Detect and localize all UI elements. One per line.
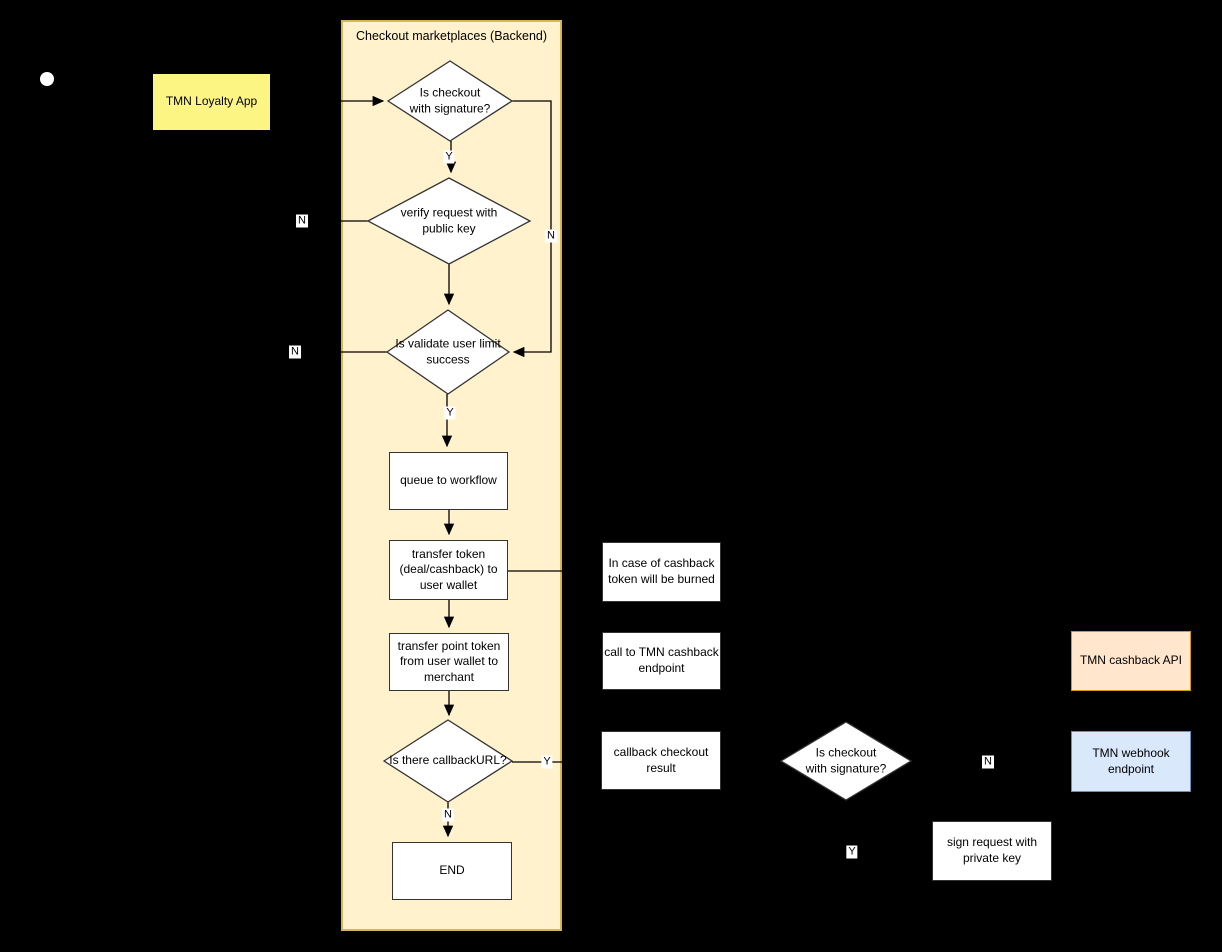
note-cashback-burned: In case of cashback token will be burned (602, 542, 721, 602)
node-tmn-cashback-api: TMN cashback API (1071, 631, 1191, 691)
decision-verify-shape (366, 177, 532, 265)
container-title: Checkout marketplaces (Backend) (355, 29, 548, 43)
edge-label-verify-no: N (296, 214, 308, 228)
decision-callback-label: Is there callbackURL? (389, 753, 507, 768)
node-tmn-loyalty-app: TMN Loyalty App (152, 73, 271, 131)
decision-signature2-shape (779, 721, 913, 801)
start-node (40, 72, 54, 86)
node-tmn-webhook-endpoint: TMN webhook endpoint (1071, 731, 1191, 792)
edge-label-callback-yes: Y (541, 755, 553, 769)
edge-label-limit-yes: Y (444, 406, 456, 420)
edge-start-to-loyalty (54, 78, 148, 107)
node-transfer-point-token: transfer point token from user wallet to… (389, 633, 509, 691)
edge-label-limit-no: N (289, 345, 301, 359)
decision-signature2-label: Is checkout with signature? (805, 745, 887, 775)
decision-callback-shape (382, 719, 514, 803)
decision-limit-shape (385, 309, 511, 395)
decision-limit-label: Is validate user limit success (395, 336, 501, 366)
edge-label-signature-no: N (545, 229, 557, 243)
node-transfer-token: transfer token (deal/cashback) to user w… (389, 540, 508, 600)
edge-label-callback-no: N (442, 808, 454, 822)
node-end: END (392, 842, 512, 900)
edge-label-signature2-yes: Y (846, 845, 858, 859)
decision-signature-label: Is checkout with signature? (409, 85, 491, 115)
node-queue-to-workflow: queue to workflow (389, 452, 508, 510)
edge-signature2-yes (845, 800, 928, 857)
node-call-tmn-cashback: call to TMN cashback endpoint (602, 632, 721, 690)
node-callback-checkout-result: callback checkout result (601, 731, 721, 790)
edge-label-signature-yes: Y (443, 150, 455, 164)
decision-verify-label: verify request with public key (400, 205, 498, 235)
edge-sign-to-webhook (1052, 796, 1137, 852)
node-sign-request: sign request with private key (932, 821, 1052, 881)
edge-signature-no (512, 100, 552, 358)
decision-signature-shape (386, 60, 514, 142)
edge-label-signature2-no: N (982, 755, 994, 769)
